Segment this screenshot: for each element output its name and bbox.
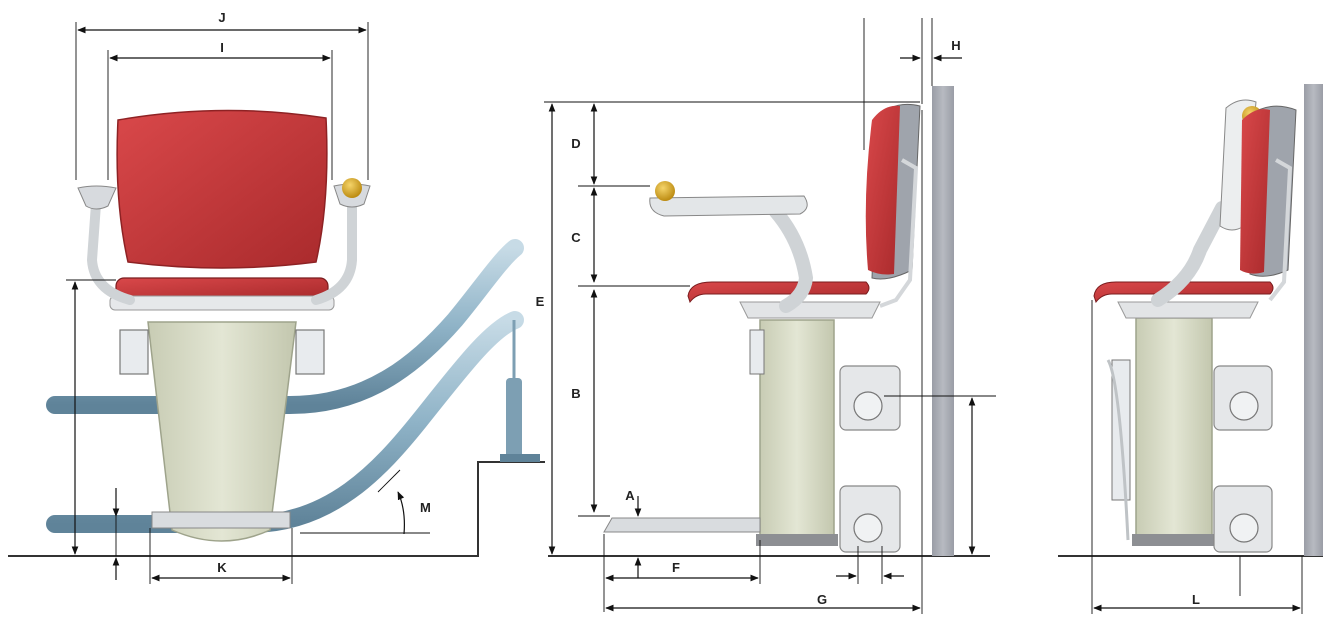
- label-j: J: [218, 10, 225, 25]
- carriage-body: [147, 321, 297, 542]
- label-i: I: [220, 40, 224, 55]
- label-f: F: [672, 560, 680, 575]
- label-h: H: [951, 38, 960, 53]
- joystick-knob: [342, 178, 362, 198]
- seat: [115, 277, 329, 299]
- dimension-lines: [66, 18, 1303, 614]
- side-armrest: [649, 195, 808, 217]
- dimension-labels: J I K M E D C B A F G H L: [217, 10, 1200, 607]
- folded-view: [1058, 84, 1323, 557]
- wall: [932, 86, 954, 556]
- lower-rail: [46, 311, 524, 533]
- label-b: B: [571, 386, 580, 401]
- upper-rail: [46, 239, 524, 414]
- side-joystick-knob: [655, 181, 675, 201]
- side-backrest: [865, 105, 900, 275]
- label-g: G: [817, 592, 827, 607]
- label-a: A: [625, 488, 635, 503]
- column-body: [759, 319, 835, 541]
- rail-post: [506, 378, 522, 458]
- front-view: [8, 109, 545, 557]
- armrest-left: [86, 199, 135, 305]
- label-m: M: [420, 500, 431, 515]
- label-c: C: [571, 230, 581, 245]
- label-e: E: [536, 294, 545, 309]
- armrest-right: [311, 195, 357, 305]
- side-view: [548, 86, 990, 557]
- side-seat: [687, 281, 870, 304]
- footplate: [603, 517, 761, 533]
- backrest: [116, 109, 328, 269]
- label-l: L: [1192, 592, 1200, 607]
- footrest: [151, 511, 291, 529]
- right-wall: [1304, 84, 1323, 556]
- label-k: K: [217, 560, 227, 575]
- folded-seat: [1093, 281, 1274, 304]
- label-d: D: [571, 136, 580, 151]
